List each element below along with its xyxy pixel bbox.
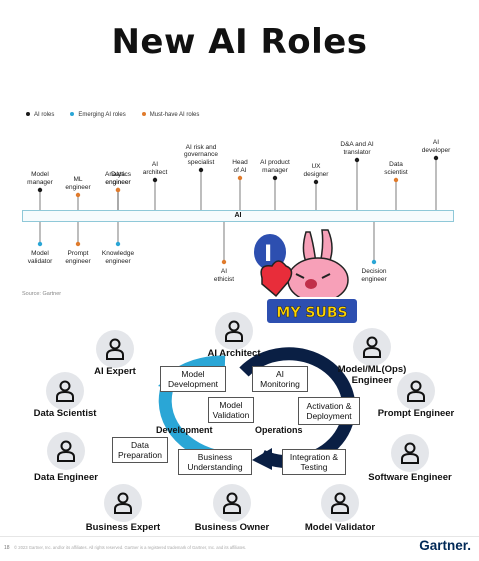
timeline-top-role-label: UX designer [303,163,329,178]
activation-deployment-box: Activation & Deployment [298,397,360,425]
timeline-top-role-dot [393,177,399,183]
operations-label: Operations [255,425,303,435]
development-label: Development [156,425,213,435]
timeline-bottom-role-label: Knowledge engineer [101,250,135,265]
integration-testing-box: Integration & Testing [282,449,346,475]
timeline-bottom-role-dot [221,259,227,265]
timeline-top-role-label: Model manager [27,171,53,186]
timeline-top-role-dot [37,187,43,193]
role-avatar-icon [215,312,253,350]
legend-label: Emerging AI roles [78,112,126,118]
role-avatar-icon [96,330,134,368]
role-name: Data Scientist [33,408,97,419]
role-avatar-icon [47,432,85,470]
role-name: AI Expert [94,366,136,377]
role-name: AI Architect [207,348,261,359]
timeline-top-role-label: D&A and AI translator [340,141,374,156]
bunny-sticker: I MY SUBS [248,226,360,332]
legend-label: Must-have AI roles [149,112,200,118]
timeline-top-role-dot [354,157,360,163]
page-title: New AI Roles [111,22,368,62]
timeline-bottom-role-label: Decision engineer [361,268,387,283]
legal-text: © 2023 Gartner, Inc. and/or its affiliat… [14,545,247,550]
timeline-legend: AI roles Emerging AI roles Must-have AI … [26,112,199,118]
operations-arrow-head [252,448,272,470]
role-name: Data Engineer [34,472,98,483]
timeline-top-role-label: ML engineer [65,176,91,191]
timeline-bottom-role-label: AI ethicist [213,268,235,283]
model-development-box: Model Development [160,366,226,392]
source-note: Source: Gartner [22,291,62,297]
sticker-letter: I [264,242,272,267]
timeline-top-role-dot [115,187,121,193]
page-number: 18 [4,545,10,551]
model-validation-box: Model Validation [208,397,254,423]
role-name: Software Engineer [368,472,452,483]
role-avatar-icon [46,372,84,410]
business-understanding-box: Business Understanding [178,449,252,475]
timeline-top-role-dot [152,177,158,183]
timeline-bar: AI [22,210,454,222]
timeline-bottom-role-label: Model validator [27,250,53,265]
timeline-top-role-label: Analytics engineer [104,171,131,186]
legend-label: AI roles [34,112,55,118]
sticker-text: MY SUBS [276,305,347,321]
gartner-logo: Gartner. [419,538,471,553]
role-avatar-icon [213,484,251,522]
footer: 18 © 2023 Gartner, Inc. and/or its affil… [0,536,479,561]
timeline-stems [37,155,439,265]
timeline-top-role-label: Data scientist [384,161,408,176]
ai-monitoring-box: AI Monitoring [252,366,308,392]
timeline-top-role-label: AI product manager [260,159,290,174]
timeline-bottom-role-dot [37,241,43,247]
role-avatar-icon [321,484,359,522]
role-name: Model/ML(Ops) Engineer [337,364,407,386]
timeline-bottom-role-label: Prompt engineer [65,250,91,265]
legend-item-emerging: Emerging AI roles [70,112,126,118]
role-avatar-icon [397,372,435,410]
role-name: Model Validator [304,522,376,533]
timeline-bottom-role-dot [115,241,121,247]
legend-item-ai-roles: AI roles [26,112,54,118]
role-avatar-icon [391,434,429,472]
timeline-top-role-dot [313,179,319,185]
timeline-top-role-label: Head of AI [232,159,248,174]
timeline-bottom-role-dot [75,241,81,247]
legend-item-must-have: Must-have AI roles [141,112,200,118]
role-avatar-icon [353,328,391,366]
timeline-top-role-label: AI architect [142,161,168,176]
role-name: Prompt Engineer [377,408,455,419]
timeline-top-role-dot [237,175,243,181]
timeline-top-role-dot [272,175,278,181]
timeline-top-role-label: AI developer [421,139,451,154]
timeline-top-role-dot [433,155,439,161]
role-name: Business Expert [85,522,161,533]
role-name: Business Owner [194,522,270,533]
timeline-top-role-label: Data engineer [105,171,131,186]
timeline-top-role-label: AI risk and governance specialist [184,143,218,166]
timeline-top-role-dot [198,167,204,173]
timeline-top-role-dot [75,192,81,198]
data-preparation-box: Data Preparation [112,437,168,463]
timeline-bottom-role-dot [371,259,377,265]
role-avatar-icon [104,484,142,522]
